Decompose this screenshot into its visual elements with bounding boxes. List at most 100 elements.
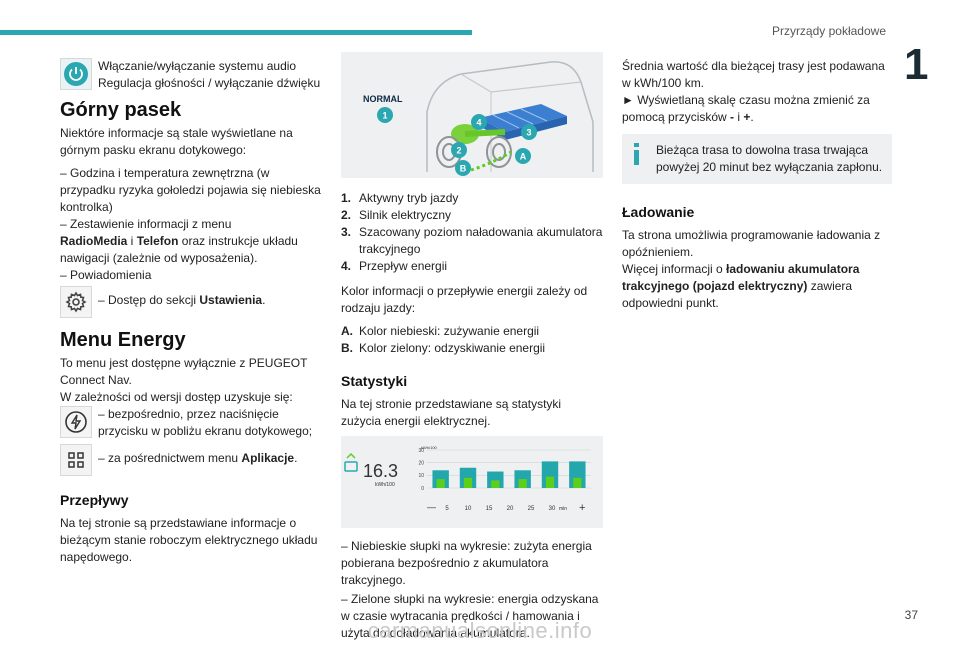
settings-bold: Ustawienia xyxy=(199,293,263,307)
x-unit-label: min xyxy=(559,506,567,512)
gorny-heading: Górny pasek xyxy=(60,99,182,121)
energy-flow-diagram: NORMAL 1 4 3 2 A B xyxy=(341,52,603,178)
scale-pre: ► Wyświetlaną skalę czasu można zmienić … xyxy=(622,93,870,124)
column-2: NORMAL 1 4 3 2 A B 1.Aktywny tryb jazdy … xyxy=(341,52,603,648)
color-text: Kolor niebieski: zużywanie energii xyxy=(359,324,540,338)
marker-A: A xyxy=(515,148,531,164)
apps-grid-icon xyxy=(60,444,92,476)
legend-item: 4. Przepływ energii xyxy=(341,258,603,275)
legend-num: 3. xyxy=(341,225,352,239)
energy-direct-row: – bezpośrednio, przez naciśnięcie przyci… xyxy=(60,406,322,440)
scale-mid: i xyxy=(734,110,744,124)
ladowanie-heading: Ładowanie xyxy=(622,204,695,220)
energy-apps-row: – za pośrednictwem menu Aplikacje. xyxy=(60,444,322,476)
readout-value: 16.3 xyxy=(363,461,398,481)
przeplywy-heading: Przepływy xyxy=(60,492,129,508)
svg-text:4: 4 xyxy=(476,118,481,128)
minus-key: - xyxy=(730,110,735,124)
x-tick-label: 25 xyxy=(528,506,535,512)
section-title: Przyrządy pokładowe xyxy=(771,24,886,38)
gorny-item-2: – Zestawienie informacji z menu xyxy=(60,217,232,231)
legend-text: Silnik elektryczny xyxy=(359,208,452,222)
legend-num: 2. xyxy=(341,208,352,222)
ladowanie-text: Ta strona umożliwia programowanie ładowa… xyxy=(622,228,881,259)
mode-label: NORMAL xyxy=(363,94,403,104)
ladowanie-more-pre: Więcej informacji o xyxy=(622,262,727,276)
stats-heading: Statystyki xyxy=(341,373,408,389)
gorny-intro: Niektóre informacje są stale wyświetlane… xyxy=(60,126,293,157)
ladowanie-more-post: zawiera odpowiedni punkt. xyxy=(622,279,853,310)
svg-text:1: 1 xyxy=(382,111,387,121)
ladowanie-more: Więcej informacji o ładowaniu akumulator… xyxy=(622,261,892,312)
audio-line-1: Włączanie/wyłączanie systemu audio xyxy=(98,59,297,73)
svg-text:A: A xyxy=(520,152,527,162)
zoom-in-button: + xyxy=(579,502,585,514)
przeplywy-text: Na tej stronie są przedstawiane informac… xyxy=(60,516,318,564)
info-note: Bieżąca trasa to dowolna trasa trwająca … xyxy=(622,134,892,184)
settings-post: . xyxy=(262,293,266,307)
color-item: B. Kolor zielony: odzyskiwanie energii xyxy=(341,340,603,357)
scale-instruction: ► Wyświetlaną skalę czasu można zmienić … xyxy=(622,92,892,126)
gorny-item-2-detail: RadioMedia i Telefon oraz instrukcje ukł… xyxy=(60,233,322,267)
gorny-item-2-rest: oraz instrukcje układu nawigacji (zależn… xyxy=(60,234,298,265)
stats-text: Na tej stronie przedstawiane są statysty… xyxy=(341,397,562,428)
bar xyxy=(569,461,586,488)
energy-intro-2: W zależności od wersji dostęp uzyskuje s… xyxy=(60,390,293,404)
svg-text:3: 3 xyxy=(526,128,531,138)
svg-text:2: 2 xyxy=(456,146,461,156)
regen-arrow-icon xyxy=(346,452,356,459)
legend-item: 1.Aktywny tryb jazdy xyxy=(341,190,603,207)
bar xyxy=(463,477,473,488)
telefon-label: Telefon xyxy=(136,234,179,248)
legend-text: Przepływ energii xyxy=(359,259,448,273)
legend-item: 2. Silnik elektryczny xyxy=(341,207,603,224)
x-tick-label: 5 xyxy=(445,506,449,512)
settings-text: – Dostęp do sekcji Ustawienia. xyxy=(98,286,265,309)
y-tick-label: 10 xyxy=(418,473,424,479)
energy-apps-bold: Aplikacje xyxy=(241,451,295,465)
audio-text: Włączanie/wyłączanie systemu audio Regul… xyxy=(98,58,320,92)
bars-blue-text: – Niebieskie słupki na wykresie: zużyta … xyxy=(341,539,592,587)
legend-num: 1. xyxy=(341,191,352,205)
energy-apps-post: . xyxy=(294,451,298,465)
energy-direct-text: – bezpośrednio, przez naciśnięcie przyci… xyxy=(98,407,313,438)
bar xyxy=(518,479,527,488)
audio-row: Włączanie/wyłączanie systemu audio Regul… xyxy=(60,58,322,92)
zoom-out-button: — xyxy=(427,502,436,512)
y-tick-label: 0 xyxy=(421,486,424,492)
bar xyxy=(491,480,500,488)
readout-unit: kWh/100 xyxy=(375,482,395,488)
audio-line-2: Regulacja głośności / wyłączanie dźwięku xyxy=(98,76,321,90)
gear-icon xyxy=(60,286,92,318)
color-item: A. Kolor niebieski: zużywanie energii xyxy=(341,323,603,340)
color-letter: A. xyxy=(341,324,353,338)
gorny-item-1: – Godzina i temperatura zewnętrzna (w pr… xyxy=(60,166,321,214)
bar xyxy=(545,476,555,488)
color-letter: B. xyxy=(341,341,353,355)
marker-3: 3 xyxy=(521,124,537,140)
diagram-legend: 1.Aktywny tryb jazdy 2. Silnik elektryczn… xyxy=(341,190,603,275)
bar xyxy=(573,477,582,488)
energy-heading: Menu Energy xyxy=(60,329,186,351)
y-tick-label: 20 xyxy=(418,460,424,466)
page-number: 37 xyxy=(904,608,918,622)
lightning-icon xyxy=(60,406,92,438)
gorny-item-2-conj: i xyxy=(127,234,137,248)
x-tick-label: 15 xyxy=(486,506,493,512)
settings-pre: – Dostęp do sekcji xyxy=(98,293,200,307)
watermark: carmanualsonline.info xyxy=(367,618,593,643)
svg-text:B: B xyxy=(460,164,467,174)
settings-row: – Dostęp do sekcji Ustawienia. xyxy=(60,286,322,318)
legend-num: 4. xyxy=(341,259,352,273)
x-tick-label: 20 xyxy=(507,506,514,512)
power-icon xyxy=(60,58,92,90)
radiomedia-label: RadioMedia xyxy=(60,234,128,248)
color-text: Kolor zielony: odzyskiwanie energii xyxy=(359,341,546,355)
y-tick-label: 30 xyxy=(418,448,424,454)
x-tick-label: 10 xyxy=(465,506,472,512)
legend-item: 3.Szacowany poziom naładowania akumulato… xyxy=(341,224,603,258)
info-icon xyxy=(634,143,639,165)
gorny-item-3: – Powiadomienia xyxy=(60,268,152,282)
marker-B: B xyxy=(455,160,471,176)
marker-1: 1 xyxy=(377,107,393,123)
